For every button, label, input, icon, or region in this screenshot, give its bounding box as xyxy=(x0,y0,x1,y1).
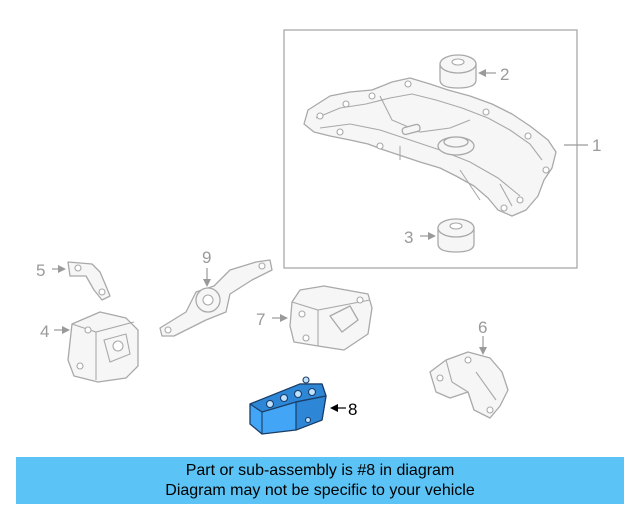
transmission-mount-part[interactable] xyxy=(289,285,373,351)
callout-1[interactable]: 1 xyxy=(592,136,601,155)
callout-8[interactable]: 8 xyxy=(348,400,357,419)
upper-bushing-part[interactable] xyxy=(439,54,477,89)
lower-bushing-part[interactable] xyxy=(437,218,475,253)
banner-line-2: Diagram may not be specific to your vehi… xyxy=(165,481,475,499)
callout-4[interactable]: 4 xyxy=(40,322,49,341)
callout-7[interactable]: 7 xyxy=(256,310,265,329)
engine-mount-part[interactable] xyxy=(67,311,139,383)
crossmember-part[interactable] xyxy=(303,77,557,217)
transmission-bracket-part[interactable] xyxy=(429,351,509,419)
callout-9[interactable]: 9 xyxy=(202,248,211,267)
banner-line-1: Part or sub-assembly is #8 in diagram xyxy=(185,461,455,479)
callout-5[interactable]: 5 xyxy=(36,261,45,280)
crossmember-frame xyxy=(283,29,578,269)
callout-6[interactable]: 6 xyxy=(478,318,487,337)
small-bracket-part[interactable] xyxy=(67,261,111,301)
callout-3[interactable]: 3 xyxy=(404,228,413,247)
info-banner: Part or sub-assembly is #8 in diagram Di… xyxy=(16,457,624,504)
torque-rod-part[interactable] xyxy=(159,259,273,337)
callout-2[interactable]: 2 xyxy=(500,65,509,84)
mount-bracket-part[interactable] xyxy=(249,376,327,435)
parts-diagram: 1 2 3 4 5 xyxy=(36,29,601,435)
